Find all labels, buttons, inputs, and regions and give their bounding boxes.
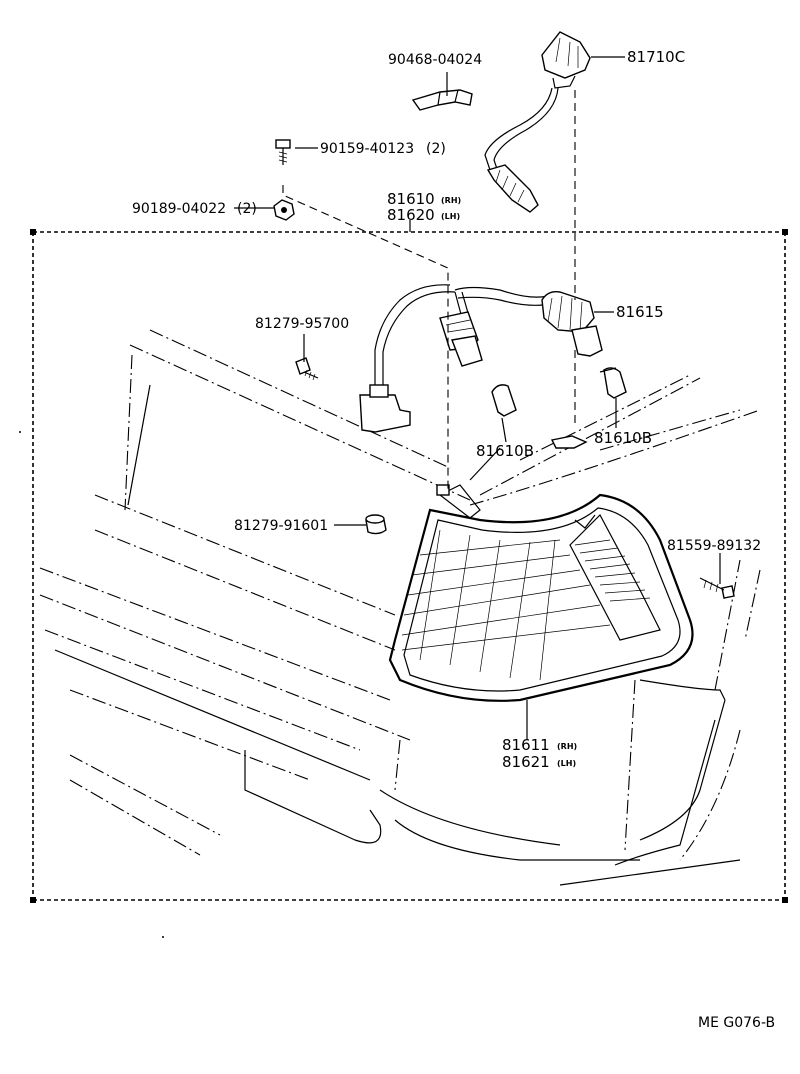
lamp-wiring-harness bbox=[359, 284, 551, 433]
label-81610B-left: 81610B bbox=[476, 442, 534, 460]
part-labels: 81710C 90468-04024 90159-40123 (2) 90189… bbox=[132, 48, 775, 1031]
lamp-lens bbox=[388, 484, 694, 702]
label-90189-04022: 90189-04022 bbox=[132, 201, 226, 217]
vehicle-body-outline bbox=[39, 329, 761, 886]
screw-90159-40123 bbox=[275, 139, 291, 165]
label-90159-40123: 90159-40123 bbox=[320, 141, 414, 157]
bulb-81610B-right bbox=[599, 367, 627, 399]
label-81279-95700: 81279-95700 bbox=[255, 316, 349, 332]
label-81610-side: (RH) bbox=[441, 196, 461, 205]
label-81559-89132: 81559-89132 bbox=[667, 538, 761, 554]
label-81610B-right: 81610B bbox=[594, 429, 652, 447]
socket-81615 bbox=[541, 290, 603, 357]
label-90189-04022-qty: (2) bbox=[237, 201, 257, 217]
label-81621: 81621 bbox=[502, 753, 550, 771]
gasket-seal bbox=[550, 435, 588, 449]
scan-dot bbox=[162, 936, 164, 938]
screw-81279-95700 bbox=[295, 357, 319, 381]
label-90159-40123-qty: (2) bbox=[426, 141, 446, 157]
label-81610: 81610 bbox=[387, 190, 435, 208]
cushion-81279-91601 bbox=[365, 514, 387, 535]
scan-dot bbox=[19, 431, 21, 433]
label-81279-91601: 81279-91601 bbox=[234, 518, 328, 534]
label-81611-side: (RH) bbox=[557, 742, 577, 751]
label-81611: 81611 bbox=[502, 736, 550, 754]
leader-lines bbox=[234, 56, 721, 740]
label-90468-04024: 90468-04024 bbox=[388, 52, 482, 68]
assembly-frame bbox=[30, 229, 788, 903]
clamp-90468-04024 bbox=[411, 89, 473, 111]
label-81621-side: (LH) bbox=[557, 759, 576, 768]
label-81620: 81620 bbox=[387, 206, 435, 224]
diagram-code: ME G076-B bbox=[698, 1015, 775, 1031]
harness-socket-81710C bbox=[484, 31, 591, 213]
label-81620-side: (LH) bbox=[441, 212, 460, 221]
screw-81559-89132 bbox=[699, 577, 735, 599]
label-81710C: 81710C bbox=[627, 48, 685, 66]
nut-90189-04022 bbox=[273, 199, 295, 221]
label-81615: 81615 bbox=[616, 303, 664, 321]
bulb-81610B-left bbox=[491, 384, 517, 417]
